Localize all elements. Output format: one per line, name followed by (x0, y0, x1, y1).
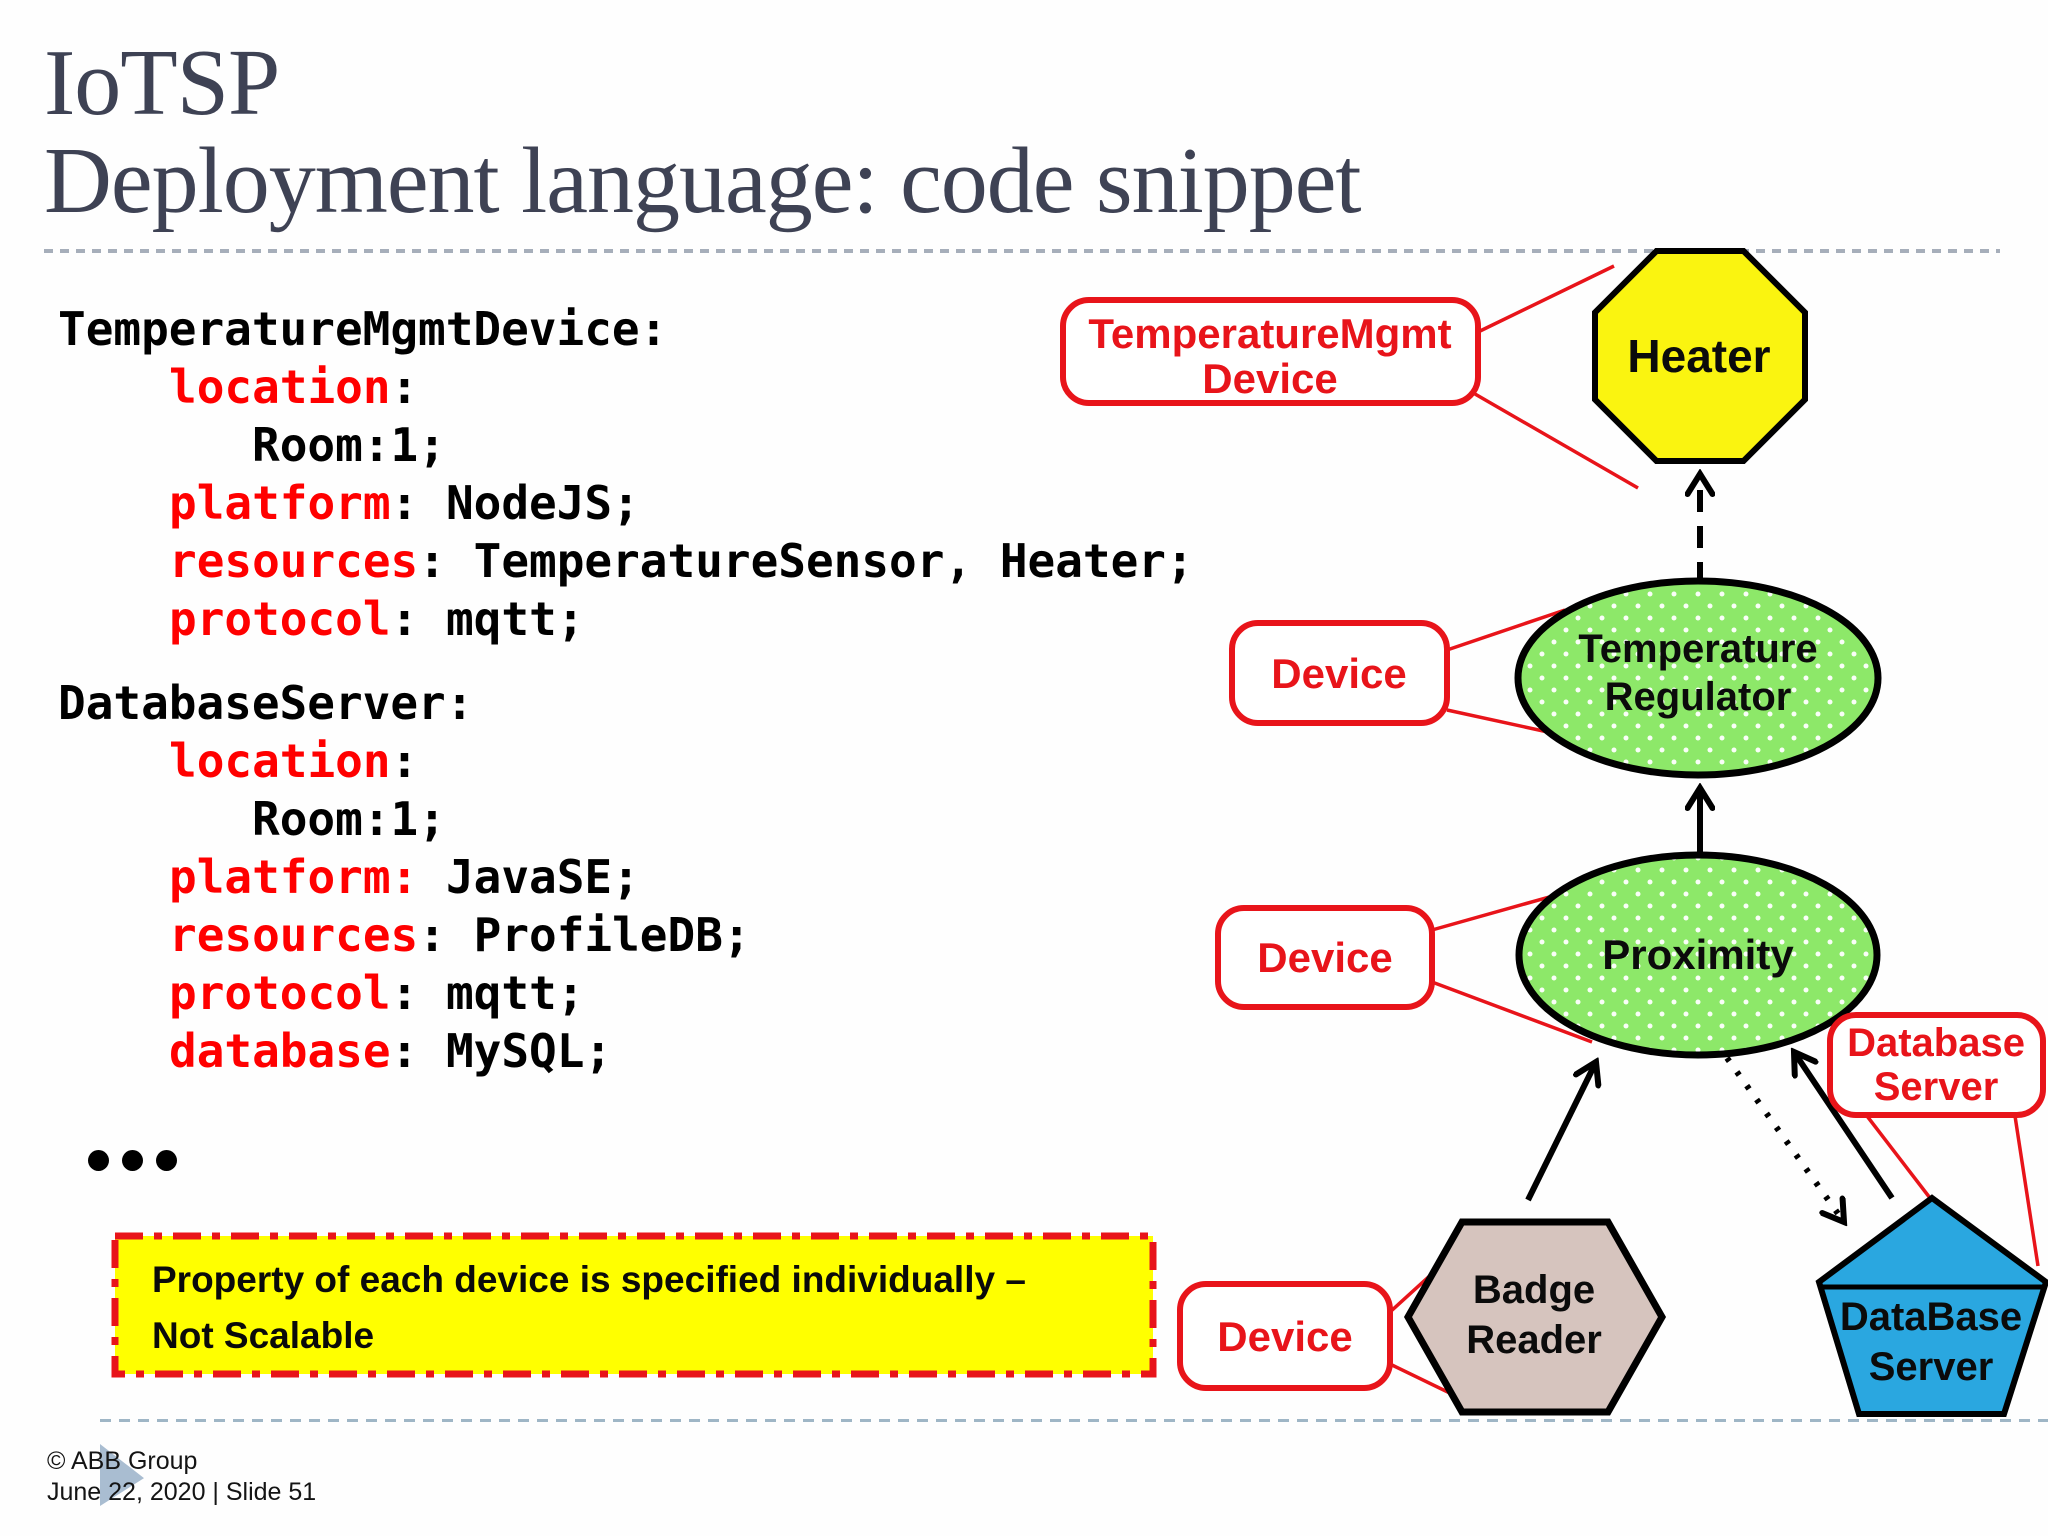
title-underline-dashed (44, 249, 2000, 253)
code-keyword: protocol (169, 592, 391, 646)
footer: © ABB Group June 22, 2020 | Slide 51 (47, 1446, 316, 1508)
database-server-node-label-line2: Server (1869, 1345, 1994, 1389)
code-text: TemperatureMgmtDevice: (58, 302, 668, 356)
code-keyword: location (169, 734, 391, 788)
device-label-regulator: Device (1271, 650, 1406, 697)
heater-octagon (1592, 248, 1808, 464)
code-ellipsis: ... (88, 1150, 177, 1171)
code-keyword: database (169, 1024, 391, 1078)
arrow-database-to-proximity (1794, 1052, 1895, 1200)
slide-title-line2: Deployment language: code snippet (44, 129, 1362, 233)
temperature-mgmt-device-labelbox (1060, 297, 1481, 406)
code-block-1: TemperatureMgmtDevice:location:Room:1;pl… (58, 300, 1194, 648)
temperature-mgmt-device-label-line2: Device (1202, 355, 1337, 402)
leader-tempmgmt-bottom (1474, 392, 1639, 490)
database-server-pentagon (1815, 1194, 2048, 1417)
footer-date-slide-number: June 22, 2020 | Slide 51 (47, 1478, 317, 1506)
code-line: Room:1; (58, 790, 1194, 848)
code-text: : TemperatureSensor, Heater; (418, 534, 1194, 588)
heater-label: Heater (1627, 330, 1770, 382)
proximity-label: Proximity (1602, 931, 1794, 978)
temperature-regulator-label-line1: Temperature (1578, 627, 1817, 671)
device-labelbox-badge (1177, 1281, 1393, 1391)
arrow-badgereader-to-proximity (1525, 1062, 1596, 1202)
badge-reader-label-line1: Badge (1473, 1268, 1595, 1312)
proximity-ellipse (1515, 851, 1881, 1059)
code-line: platform: JavaSE; (58, 848, 1194, 906)
footer-separator-dashed (100, 1419, 2048, 1422)
slide-title: IoTSP Deployment language: code snippet (44, 31, 1362, 233)
code-line: DatabaseServer: (58, 674, 1194, 732)
device-label-proximity: Device (1257, 934, 1392, 981)
warning-callout-line2: Not Scalable (152, 1315, 374, 1356)
code-text: : mqtt; (390, 592, 585, 646)
code-line: resources: TemperatureSensor, Heater; (58, 532, 1194, 590)
database-server-node-label-line1: DataBase (1840, 1295, 2022, 1339)
warning-callout (111, 1232, 1157, 1378)
ellipsis-dot (88, 1150, 109, 1171)
warning-callout-line1: Property of each device is specified ind… (152, 1259, 1026, 1300)
code-keyword: platform (169, 476, 391, 530)
code-line: database: MySQL; (58, 1022, 1194, 1080)
code-text: : (390, 360, 419, 414)
database-server-label-line2: Server (1874, 1065, 1999, 1109)
code-keyword: location (169, 360, 391, 414)
code-line: protocol: mqtt; (58, 964, 1194, 1022)
badge-reader-label-line2: Reader (1466, 1318, 1602, 1362)
ellipsis-dot (156, 1150, 177, 1171)
code-keyword: protocol (169, 966, 391, 1020)
code-text: : (390, 734, 419, 788)
code-text: Room:1; (252, 792, 446, 846)
code-line: TemperatureMgmtDevice: (58, 300, 1194, 358)
code-text: Room:1; (252, 418, 446, 472)
leader-dbserver-left (1865, 1114, 1932, 1200)
code-line: Room:1; (58, 416, 1194, 474)
device-labelbox-proximity (1215, 905, 1435, 1010)
badge-reader-hexagon (1403, 1218, 1667, 1416)
code-text: : NodeJS; (390, 476, 640, 530)
footer-copyright: © ABB Group (47, 1447, 198, 1475)
temperature-regulator-ellipse (1514, 577, 1882, 779)
arrow-proximity-to-database-dotted (1724, 1056, 1844, 1222)
code-keyword: platform: (169, 850, 419, 904)
code-snippet: TemperatureMgmtDevice:location:Room:1;pl… (58, 300, 1194, 1080)
code-line: location: (58, 732, 1194, 790)
code-text: : MySQL; (390, 1024, 613, 1078)
code-block-2: DatabaseServer:location:Room:1;platform:… (58, 674, 1194, 1080)
temperature-regulator-label-line2: Regulator (1605, 675, 1792, 719)
device-labelbox-regulator (1229, 620, 1450, 726)
code-text: : ProfileDB; (418, 908, 751, 962)
code-keyword: resources (169, 908, 419, 962)
database-server-labelbox (1827, 1012, 2046, 1118)
code-line: resources: ProfileDB; (58, 906, 1194, 964)
leader-device2-top (1431, 892, 1561, 932)
leader-dbserver-right (2013, 1115, 2040, 1267)
code-text: : mqtt; (390, 966, 585, 1020)
ellipsis-dot (122, 1150, 143, 1171)
device-label-badge: Device (1217, 1313, 1352, 1360)
code-text: DatabaseServer: (58, 676, 474, 730)
temperature-mgmt-device-label-line1: TemperatureMgmt (1088, 310, 1451, 357)
database-server-label-line1: Database (1847, 1021, 2025, 1065)
leader-device1-top (1446, 608, 1566, 652)
leader-tempmgmt-top (1477, 264, 1615, 334)
slide-title-line1: IoTSP (44, 31, 280, 135)
red-label-boxes (1060, 297, 2046, 1391)
code-text: JavaSE; (418, 850, 640, 904)
code-line: platform: NodeJS; (58, 474, 1194, 532)
code-line: protocol: mqtt; (58, 590, 1194, 648)
code-line: location: (58, 358, 1194, 416)
warning-callout-box (111, 1232, 1157, 1378)
code-keyword: resources (169, 534, 419, 588)
leader-device2-bottom (1431, 980, 1593, 1044)
red-label-texts: TemperatureMgmt Device Device Device Dev… (1088, 310, 2025, 1360)
